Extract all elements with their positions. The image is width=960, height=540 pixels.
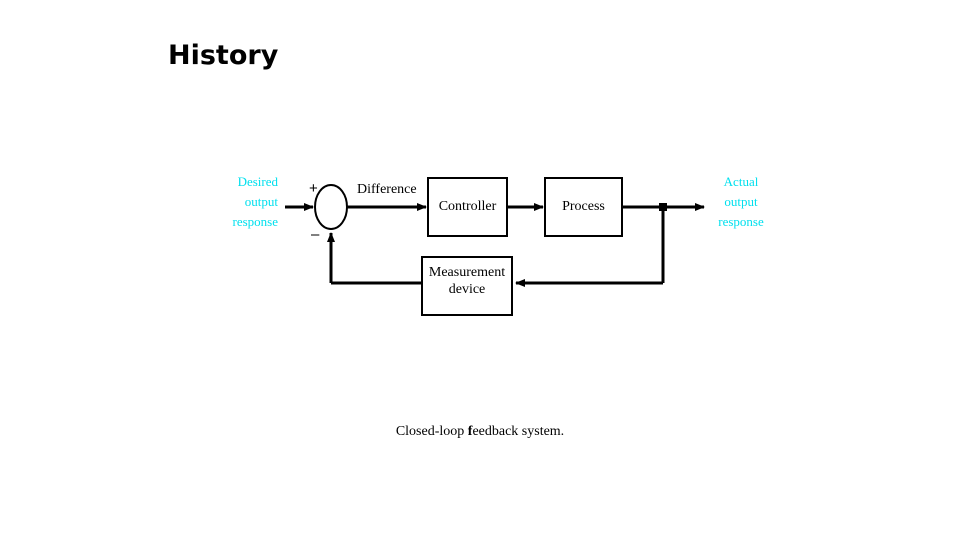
figure-caption: Closed-loop feedback system. — [0, 424, 960, 440]
output-signal-line1: Actual — [723, 174, 759, 189]
input-signal-line2: output — [244, 194, 278, 209]
summing-junction-minus-sign: – — [311, 226, 320, 243]
output-signal-label: Actual output response — [710, 172, 772, 232]
controller-block — [427, 177, 508, 237]
measurement-device-block-label: Measurement device — [422, 264, 512, 298]
page-title: History — [168, 40, 279, 71]
output-signal-line3: response — [718, 214, 764, 229]
output-signal-line2: output — [724, 194, 758, 209]
caption-before: Closed-loop — [395, 424, 468, 439]
summing-junction-plus-sign: + — [309, 180, 318, 197]
input-signal-label: Desired output response — [202, 172, 279, 232]
input-signal-line3: response — [232, 214, 279, 229]
measurement-label-line2: device — [448, 282, 486, 297]
process-block — [544, 177, 623, 237]
input-signal-line1: Desired — [237, 174, 278, 189]
caption-emphasis: f — [467, 424, 473, 439]
measurement-device-block — [421, 256, 513, 316]
caption-after: eedback system. — [472, 424, 565, 439]
summing-junction-node — [314, 184, 348, 230]
controller-block-label: Controller — [438, 199, 497, 214]
measurement-label-line1: Measurement — [428, 265, 506, 280]
process-block-label: Process — [562, 199, 605, 214]
difference-edge-label: Difference — [357, 182, 417, 197]
